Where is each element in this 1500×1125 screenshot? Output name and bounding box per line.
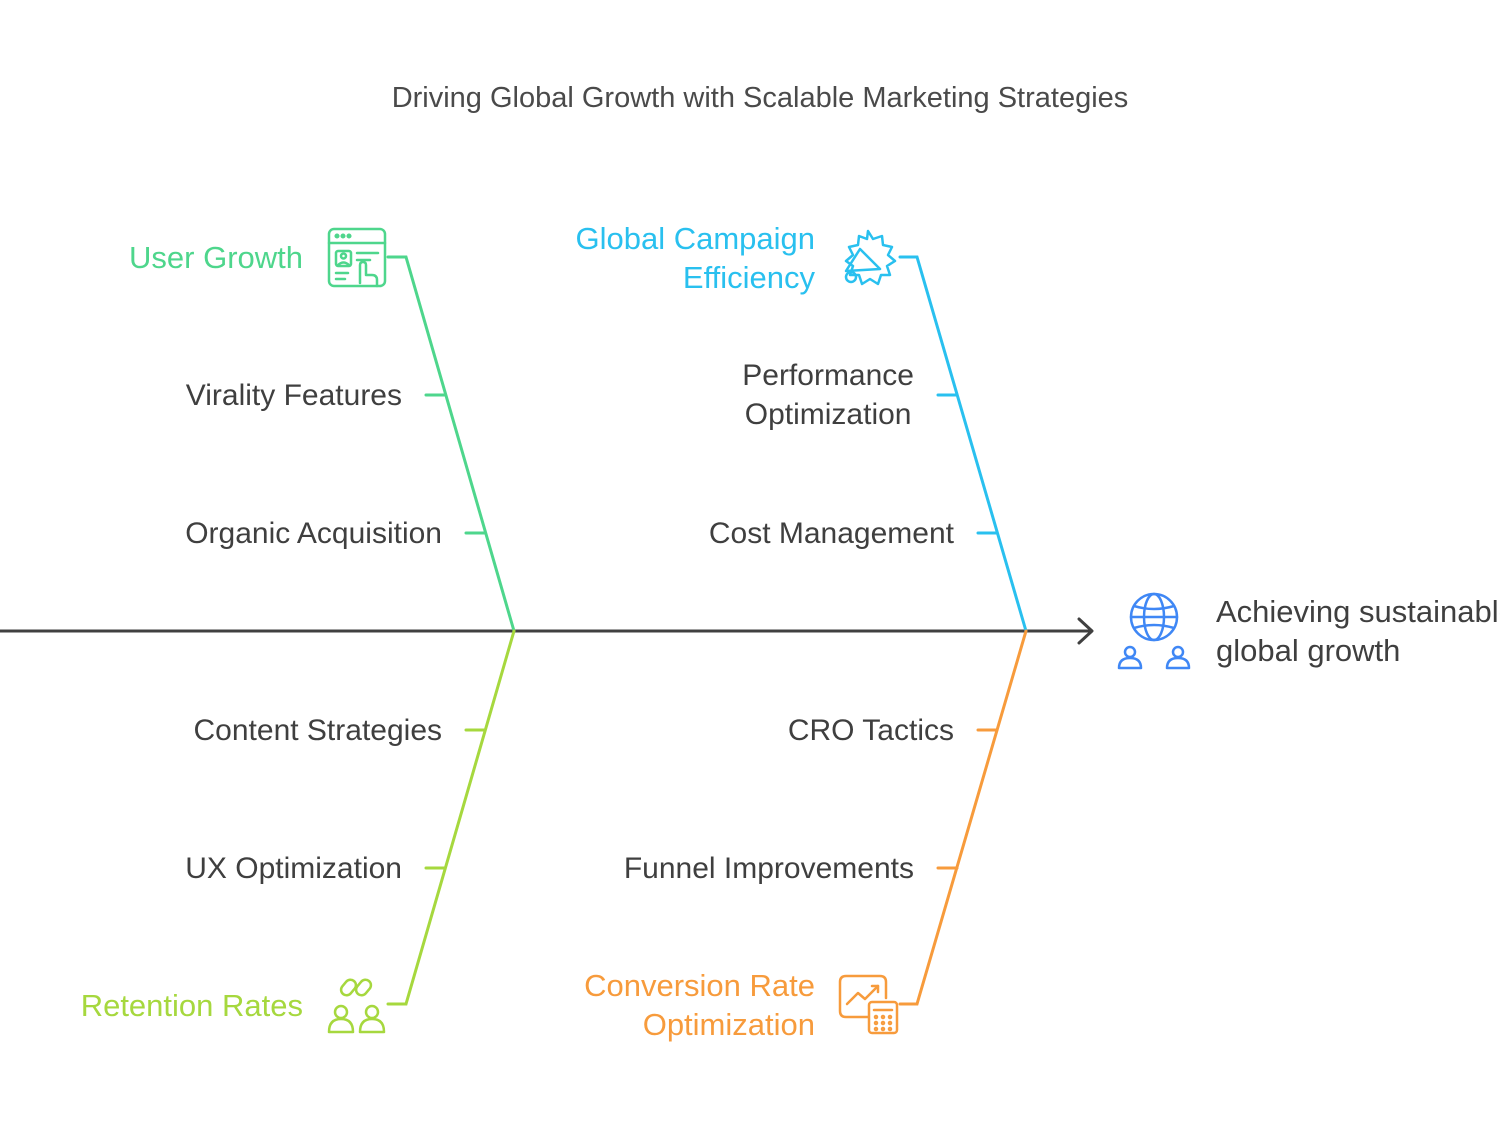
cause-cro-tactics: CRO Tactics — [787, 714, 954, 747]
outcome-line1: Achieving sustainable — [1216, 594, 1500, 629]
category-campaign-line2: Efficiency — [682, 260, 815, 295]
cause-funnel-improvements: Funnel Improvements — [623, 852, 914, 885]
category-conversion-line1: Conversion Rate — [584, 968, 815, 1003]
outcome-label: Achieving sustainable global growth — [1216, 592, 1500, 670]
cause-virality-features: Virality Features — [185, 379, 402, 412]
category-campaign-line1: Global Campaign — [575, 221, 815, 256]
branch-conversion — [898, 629, 1028, 1006]
globe-people-icon — [1117, 592, 1191, 670]
cause-organic-acquisition: Organic Acquisition — [185, 517, 442, 550]
cause-cost-management: Cost Management — [708, 517, 954, 550]
page-title: Driving Global Growth with Scalable Mark… — [391, 82, 1129, 114]
outcome-line2: global growth — [1216, 633, 1401, 668]
cause-content-strategies: Content Strategies — [193, 714, 442, 747]
spine-arrowhead — [1077, 617, 1094, 645]
cause-performance-line1: Performance — [742, 359, 914, 392]
chart-calculator-icon — [838, 974, 899, 1035]
web-touch-icon — [327, 227, 387, 288]
category-conversion-line2: Optimization — [642, 1007, 815, 1042]
category-campaign: Global Campaign Efficiency — [575, 219, 815, 297]
people-link-icon — [327, 978, 386, 1034]
category-retention: Retention Rates — [80, 988, 303, 1023]
branch-user-growth — [386, 255, 516, 633]
category-user-growth: User Growth — [129, 240, 303, 275]
branch-campaign — [898, 255, 1028, 633]
cause-performance-optimization: Performance Optimization — [742, 356, 914, 434]
cause-performance-line2: Optimization — [744, 398, 912, 431]
cause-ux-optimization: UX Optimization — [185, 852, 402, 885]
megaphone-icon — [844, 229, 897, 286]
category-conversion: Conversion Rate Optimization — [584, 966, 815, 1044]
branch-retention — [386, 629, 516, 1006]
